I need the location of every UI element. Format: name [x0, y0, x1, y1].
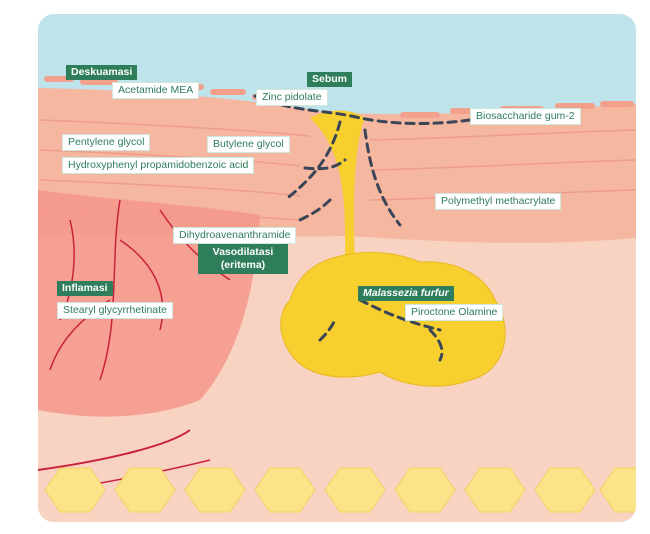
- label-hydroxyphenyl: Hydroxyphenyl propamidobenzoic acid: [62, 157, 255, 174]
- fat-cells: [44, 467, 636, 513]
- label-vasodilatasi-line2: (eritema): [220, 259, 266, 271]
- label-biosaccharide: Biosaccharide gum-2: [470, 108, 581, 125]
- sebaceous-gland: [280, 251, 506, 387]
- label-zinc: Zinc pidolate: [256, 89, 328, 106]
- label-dihydroavenanthramide: Dihydroavenanthramide: [173, 227, 297, 244]
- label-vasodilatasi-line1: Vasodilatasi: [212, 246, 274, 258]
- label-deskuamasi: Deskuamasi: [66, 65, 138, 80]
- label-piroctone: Piroctone Olamine: [405, 304, 504, 321]
- label-polymethyl: Polymethyl methacrylate: [435, 193, 562, 210]
- label-malassezia: Malassezia furfur: [358, 286, 454, 301]
- label-vasodilatasi: Vasodilatasi (eritema): [198, 244, 288, 274]
- sebum-duct: [310, 110, 365, 260]
- label-inflamasi: Inflamasi: [57, 281, 113, 296]
- label-butylene: Butylene glycol: [207, 136, 290, 153]
- label-stearyl: Stearyl glycyrrhetinate: [57, 302, 173, 319]
- malassezia-dashes: [253, 94, 472, 362]
- label-acetamide: Acetamide MEA: [112, 82, 200, 99]
- label-pentylene: Pentylene glycol: [62, 134, 151, 151]
- label-sebum: Sebum: [307, 72, 353, 87]
